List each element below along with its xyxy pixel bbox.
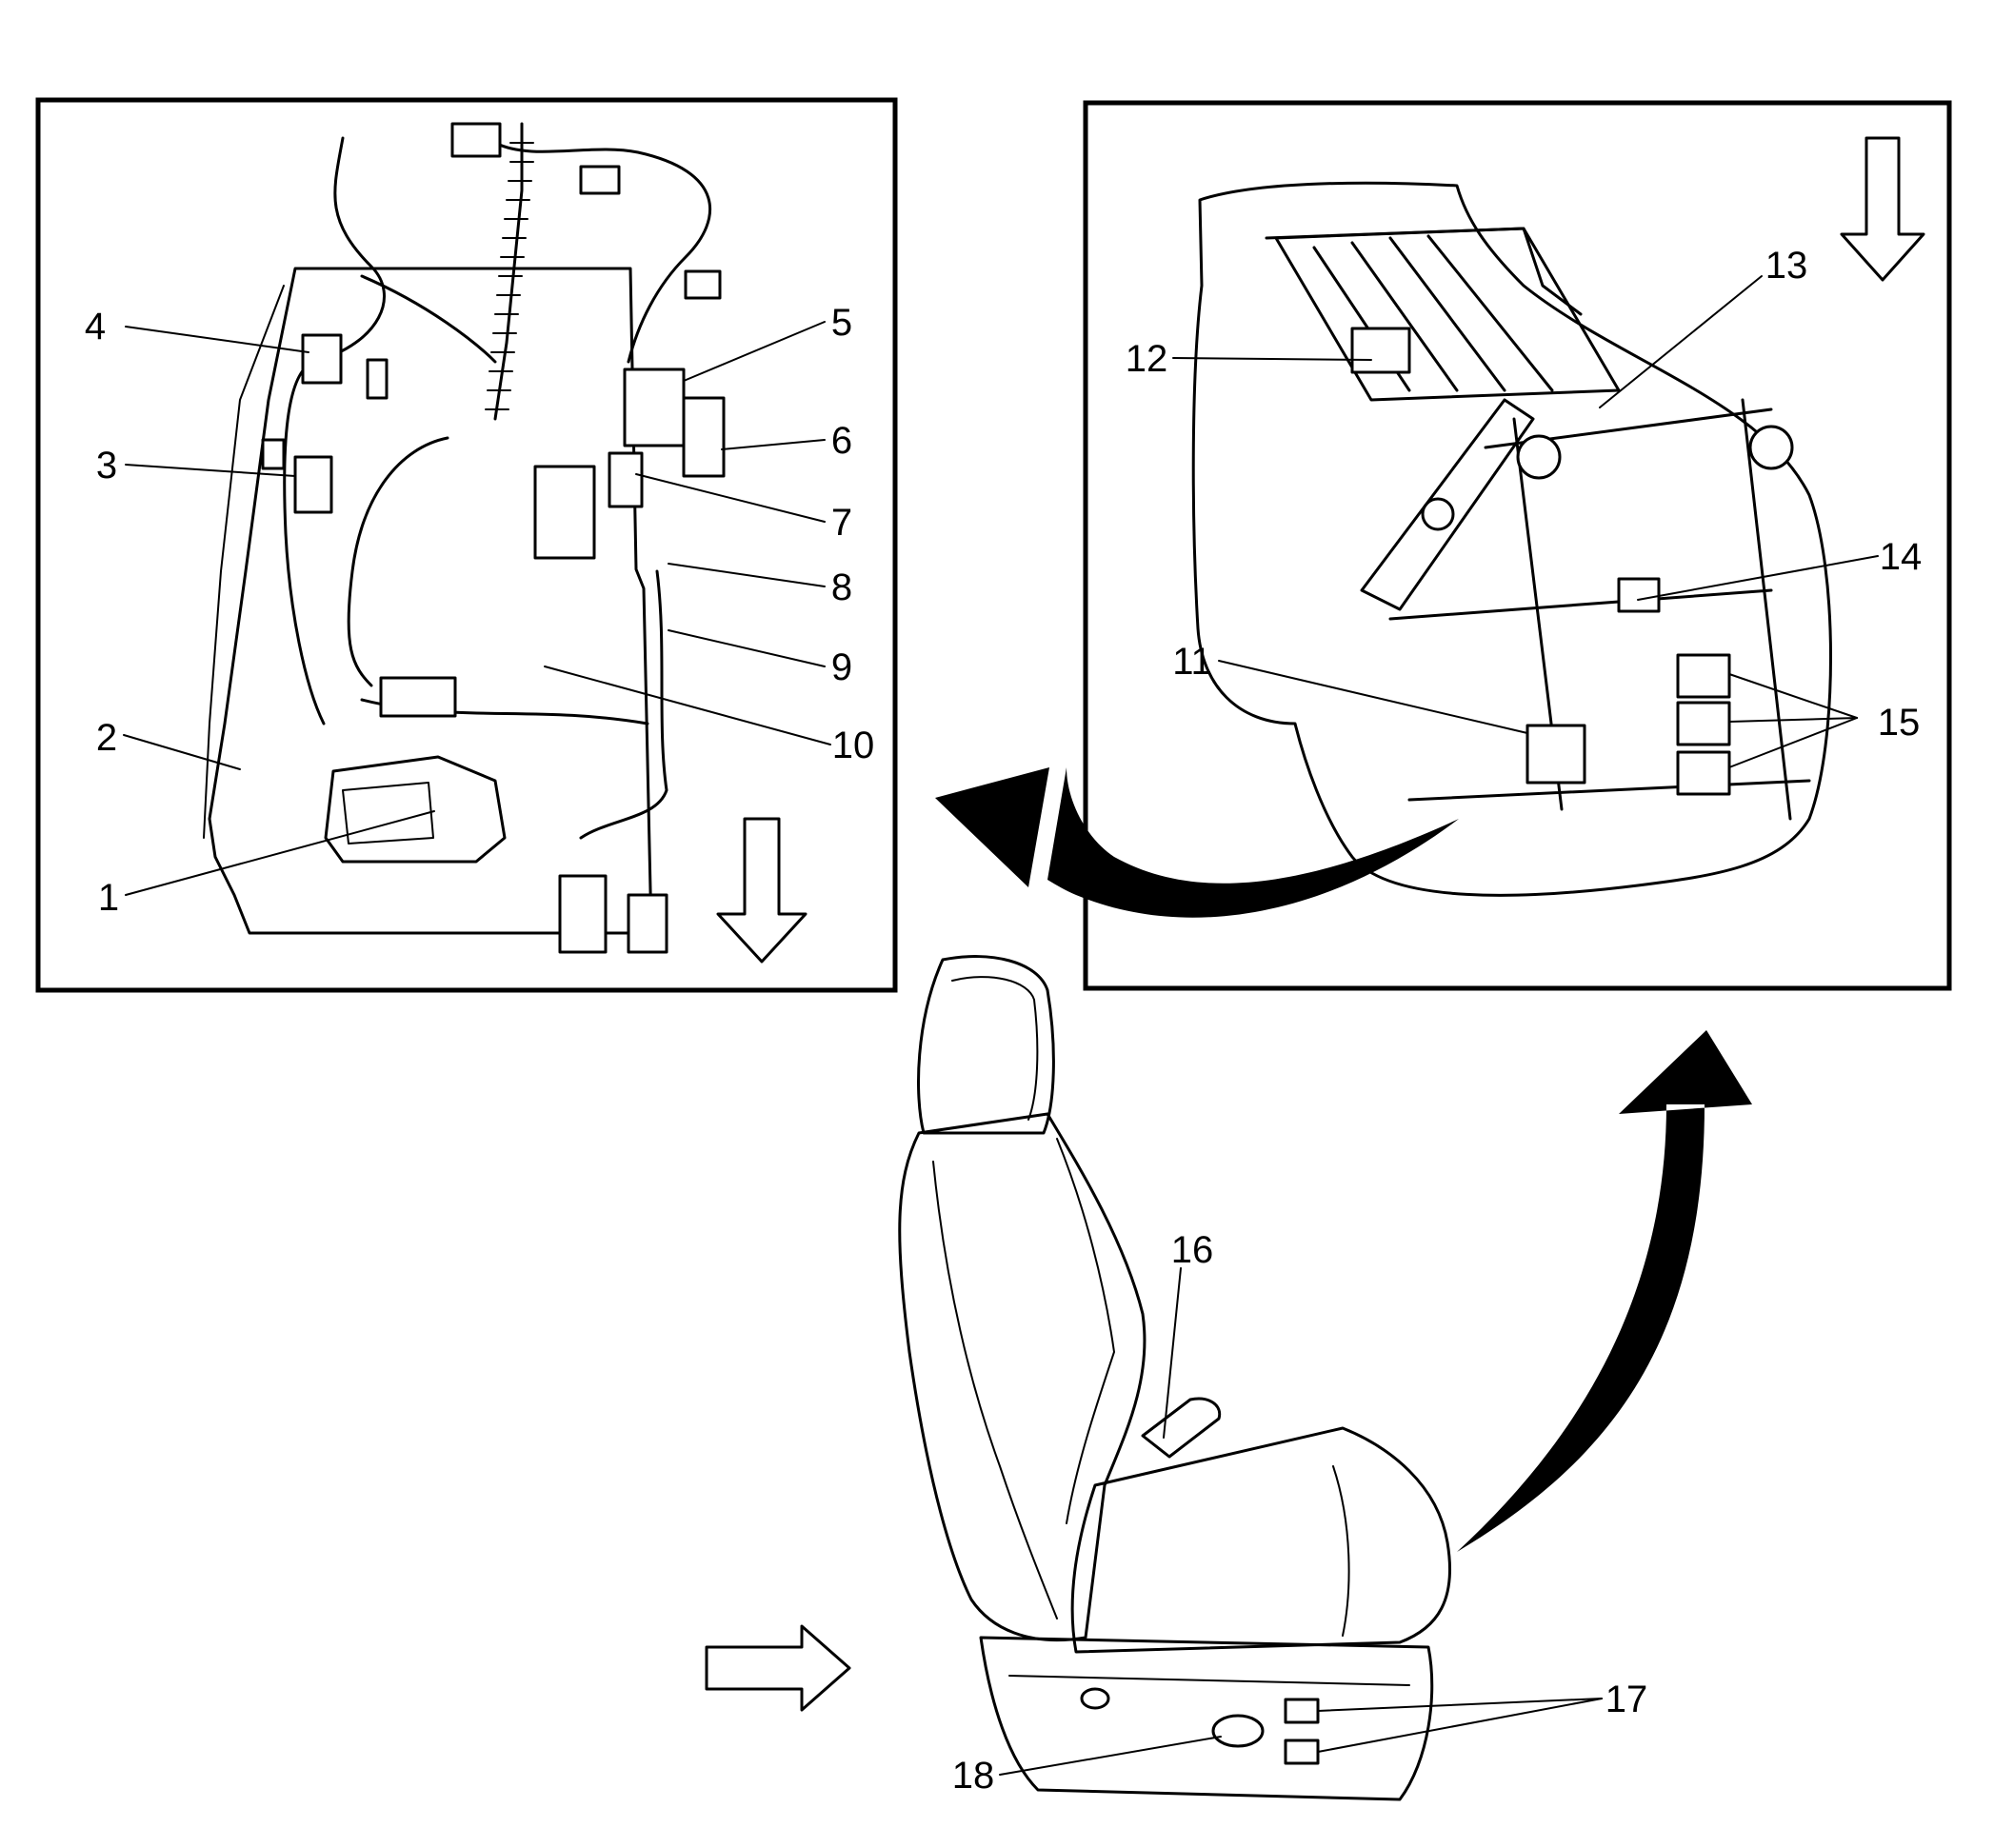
pivot-wheel-right bbox=[1748, 425, 1794, 470]
callout-15: 15 bbox=[1878, 702, 1921, 744]
component-item-15c bbox=[1676, 750, 1731, 796]
component-item-15b bbox=[1676, 701, 1731, 746]
callout-9: 9 bbox=[831, 646, 852, 688]
top-connector-c bbox=[684, 269, 722, 300]
seat-frame-rails bbox=[1388, 398, 1811, 821]
module-item-1 bbox=[324, 755, 507, 864]
view-direction-arrow-icon bbox=[705, 1624, 851, 1712]
recline-lever-item-16 bbox=[1141, 1397, 1222, 1459]
connector-item-3 bbox=[293, 455, 333, 514]
callout-7: 7 bbox=[831, 502, 852, 544]
callout-11: 11 bbox=[1172, 641, 1212, 683]
headrest bbox=[917, 955, 1055, 1135]
seatback-shell bbox=[208, 267, 653, 935]
pivot-wheel-left bbox=[1516, 434, 1562, 480]
base-bolt bbox=[1080, 1687, 1110, 1710]
switch-item-18 bbox=[1211, 1714, 1265, 1748]
seat-frame-underside-detail bbox=[1083, 100, 1952, 991]
component-item-12 bbox=[1350, 327, 1411, 374]
callout-13: 13 bbox=[1765, 245, 1808, 287]
callout-2: 2 bbox=[96, 717, 117, 759]
connector-lower-right-b bbox=[627, 893, 668, 954]
clip-item-3 bbox=[261, 438, 286, 470]
connector-item-7 bbox=[608, 451, 644, 508]
connector-lower-right bbox=[558, 874, 608, 954]
callout-17: 17 bbox=[1605, 1679, 1648, 1720]
curved-transition-arrow-icon bbox=[1457, 1030, 1752, 1552]
corrugated-conduit-ribs bbox=[485, 142, 534, 410]
module-item-1-detail bbox=[342, 782, 434, 845]
callout-16: 16 bbox=[1171, 1229, 1214, 1271]
backrest-bolster-outer bbox=[1056, 1138, 1115, 1524]
top-connector-b bbox=[579, 165, 621, 195]
callout-14: 14 bbox=[1880, 536, 1923, 578]
callout-4: 4 bbox=[85, 306, 106, 348]
callout-8: 8 bbox=[831, 566, 852, 608]
recline-arm bbox=[1360, 398, 1535, 611]
headrest-inner bbox=[951, 976, 1039, 1121]
seatback-shell-edge bbox=[203, 285, 285, 839]
backrest bbox=[898, 1112, 1147, 1642]
left-leader-lines bbox=[123, 321, 831, 896]
component-item-15a bbox=[1676, 653, 1731, 699]
switch-item-17a bbox=[1284, 1698, 1320, 1724]
switch-item-17b bbox=[1284, 1739, 1320, 1765]
seat-base-trim bbox=[1008, 1675, 1410, 1686]
connector-lower bbox=[379, 676, 457, 718]
callout-12: 12 bbox=[1126, 338, 1168, 380]
connector-item-5 bbox=[623, 368, 686, 447]
overview-leader-lines bbox=[999, 1267, 1603, 1776]
callout-5: 5 bbox=[831, 302, 852, 344]
connector-item-6 bbox=[682, 396, 726, 478]
callout-18: 18 bbox=[952, 1755, 995, 1797]
seat-base bbox=[979, 1636, 1434, 1801]
view-direction-arrow-icon bbox=[716, 817, 808, 964]
connector-item-4b bbox=[366, 358, 389, 400]
component-item-14 bbox=[1617, 577, 1661, 613]
connector-item-4 bbox=[301, 333, 343, 385]
seat-frame-grid bbox=[1274, 227, 1621, 402]
top-connector-a bbox=[450, 122, 502, 158]
corrugated-conduit bbox=[493, 122, 524, 421]
power-seat-overview bbox=[705, 955, 1603, 1801]
seat-cushion bbox=[1070, 1426, 1452, 1654]
right-panel-frame bbox=[1083, 100, 1952, 991]
view-direction-arrow-icon bbox=[1840, 136, 1925, 282]
callout-6: 6 bbox=[831, 420, 852, 462]
left-panel-frame bbox=[35, 97, 898, 993]
callout-3: 3 bbox=[96, 445, 117, 487]
backrest-bolster-inner bbox=[932, 1161, 1058, 1619]
seatback-rear-panel-detail bbox=[35, 97, 898, 993]
callout-1: 1 bbox=[98, 877, 119, 919]
connector-block bbox=[533, 465, 596, 560]
callout-10: 10 bbox=[832, 725, 875, 766]
pivot-bolt bbox=[1421, 497, 1455, 531]
seat-cushion-seam bbox=[1332, 1465, 1350, 1637]
callout-labels: 4 3 2 1 5 6 7 8 9 10 12 13 14 11 15 16 1… bbox=[85, 245, 1922, 1797]
component-item-11 bbox=[1525, 724, 1586, 785]
curved-transition-arrow-icon bbox=[935, 767, 1459, 918]
cushion-outline bbox=[1191, 181, 1832, 897]
right-leader-lines bbox=[1172, 275, 1879, 768]
